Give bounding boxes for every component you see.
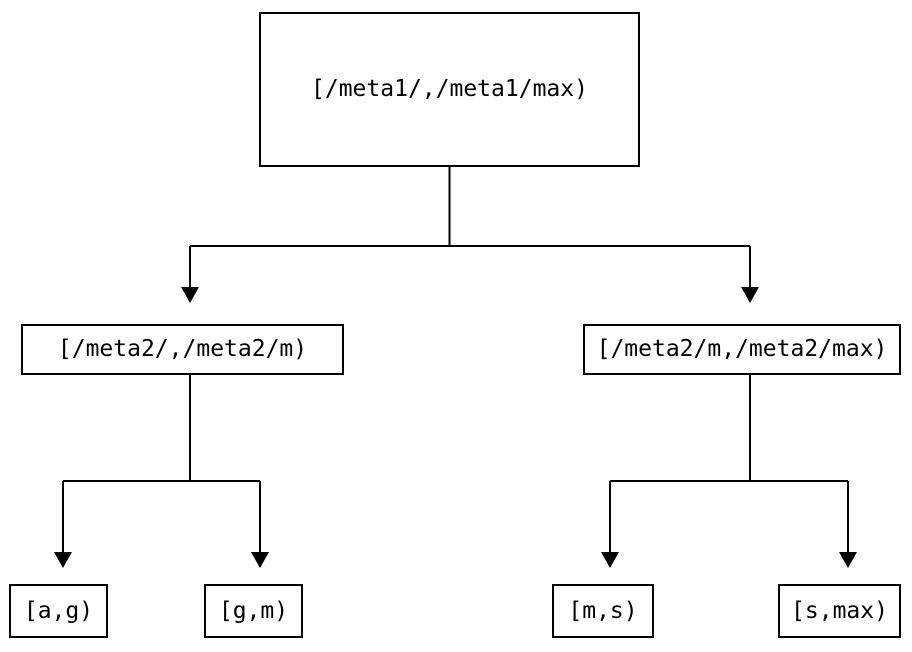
tree-node-leaf-a-g[interactable]: [a,g) [9, 584, 108, 638]
arrow-head-mid-right-to-leaf-s-max [839, 552, 857, 568]
tree-node-root-label: [/meta1/,/meta1/max) [311, 76, 588, 102]
edge-mid-right-to-leaves [601, 375, 857, 568]
tree-node-root[interactable]: [/meta1/,/meta1/max) [259, 12, 640, 167]
arrow-head-root-to-mid-left [181, 287, 199, 303]
tree-node-mid-right-label: [/meta2/m,/meta2/max) [596, 336, 888, 362]
tree-node-mid-left[interactable]: [/meta2/,/meta2/m) [21, 324, 344, 375]
tree-node-leaf-a-g-label: [a,g) [23, 597, 94, 624]
tree-node-leaf-g-m-label: [g,m) [218, 597, 289, 624]
tree-node-mid-right[interactable]: [/meta2/m,/meta2/max) [583, 324, 901, 375]
tree-node-leaf-s-max-label: [s,max) [791, 597, 888, 624]
edge-root-to-mid-level [181, 167, 759, 303]
tree-node-leaf-g-m[interactable]: [g,m) [204, 584, 303, 638]
edge-mid-left-to-leaves [54, 375, 269, 568]
tree-node-leaf-s-max[interactable]: [s,max) [778, 584, 901, 638]
arrow-head-mid-left-to-leaf-a-g [54, 552, 72, 568]
arrow-head-mid-left-to-leaf-g-m [251, 552, 269, 568]
tree-node-leaf-m-s-label: [m,s) [568, 597, 638, 624]
arrow-head-mid-right-to-leaf-m-s [601, 552, 619, 568]
tree-node-leaf-m-s[interactable]: [m,s) [552, 584, 654, 638]
tree-node-mid-left-label: [/meta2/,/meta2/m) [57, 336, 308, 362]
arrow-head-root-to-mid-right [741, 287, 759, 303]
